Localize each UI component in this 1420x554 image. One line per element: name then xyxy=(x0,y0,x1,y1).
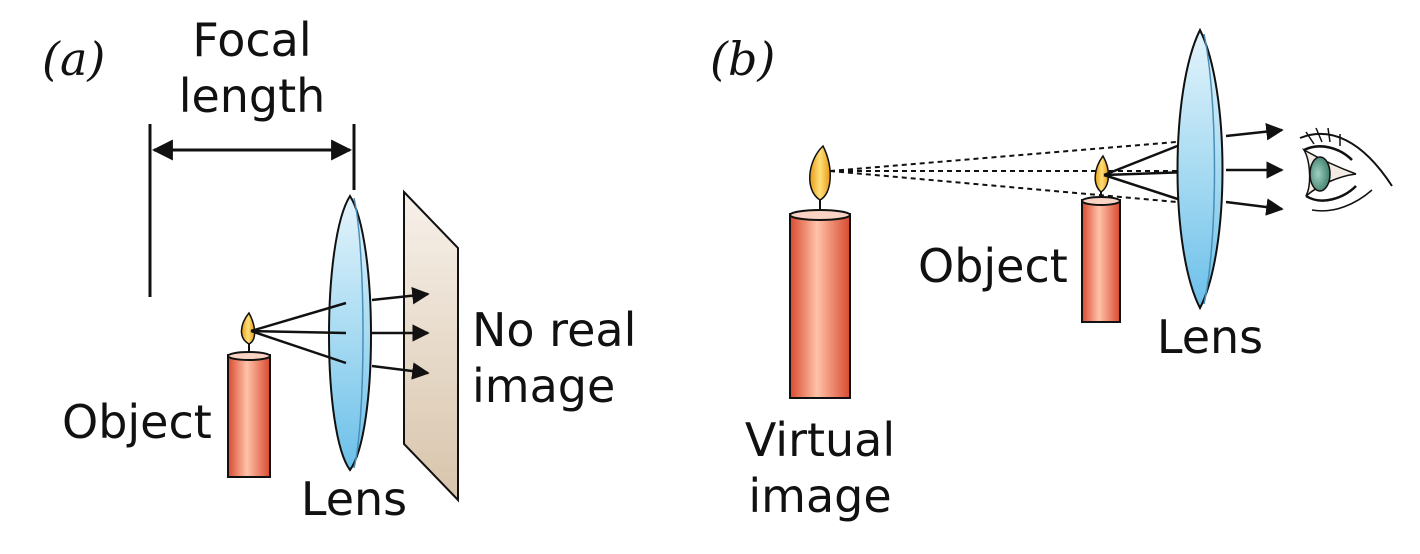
object-label-a: Object xyxy=(62,395,212,449)
candle-top xyxy=(227,351,271,361)
flame-icon xyxy=(240,311,256,345)
lens-a xyxy=(328,194,372,472)
object-ray-top xyxy=(1103,139,1191,177)
lens-b xyxy=(1176,27,1224,311)
object-flame-icon xyxy=(1094,154,1110,193)
screen xyxy=(403,189,459,503)
lens-body-b xyxy=(1176,27,1224,311)
candle-virtual-image xyxy=(789,144,851,399)
virtual-flame-icon xyxy=(808,144,831,201)
candle-body xyxy=(227,354,271,478)
ray-a-middle xyxy=(250,329,347,335)
virtual-candle-body xyxy=(789,213,851,399)
virtual-ray-top xyxy=(829,140,1189,172)
virtual-ray-bottom xyxy=(829,170,1189,204)
lens-edge-b xyxy=(1203,33,1216,305)
out-ray-bottom xyxy=(1225,198,1284,216)
object-ray-middle xyxy=(1103,170,1191,177)
object-candle-top xyxy=(1081,196,1121,206)
screen-label-line2: image xyxy=(472,359,615,413)
lens-body xyxy=(328,194,372,472)
ray-a-out-bottom xyxy=(371,362,430,380)
screen-label-line1: No real xyxy=(472,303,636,357)
lens-label-a: Lens xyxy=(301,472,407,526)
lens-edge xyxy=(353,197,364,469)
lens-label-b: Lens xyxy=(1157,310,1263,364)
eye-icon xyxy=(1299,127,1393,212)
ray-a-top xyxy=(250,301,347,333)
virtual-candle-top xyxy=(789,209,851,221)
eye-brow-line xyxy=(1299,132,1393,187)
eye-lashes xyxy=(1305,127,1341,146)
panel-a-tag: (a) xyxy=(42,32,105,86)
panel-a: (a) Focal length Ob xyxy=(42,13,636,526)
panel-b-tag: (b) xyxy=(710,32,775,86)
ray-a-out-top xyxy=(371,286,430,305)
focal-length-label-line2: length xyxy=(179,69,326,123)
eye-lower-lid xyxy=(1305,185,1357,202)
object-ray-bottom xyxy=(1103,173,1191,205)
candle-object-a xyxy=(227,311,271,478)
focal-length-label-line1: Focal xyxy=(192,13,311,67)
object-label-b: Object xyxy=(918,239,1068,293)
panel-b: (b) xyxy=(710,27,1393,523)
virtual-image-label-line2: image xyxy=(748,469,891,523)
object-candle-body xyxy=(1081,199,1121,323)
focal-length-indicator: Focal length xyxy=(148,13,356,297)
eye-iris xyxy=(1309,156,1331,192)
ray-a-bottom xyxy=(250,329,347,365)
candle-object-b xyxy=(1081,154,1121,323)
virtual-image-label-line1: Virtual xyxy=(745,413,895,467)
out-ray-top xyxy=(1225,122,1284,141)
eye-upper-lid xyxy=(1303,145,1353,161)
eye-cheek-line xyxy=(1311,189,1373,212)
